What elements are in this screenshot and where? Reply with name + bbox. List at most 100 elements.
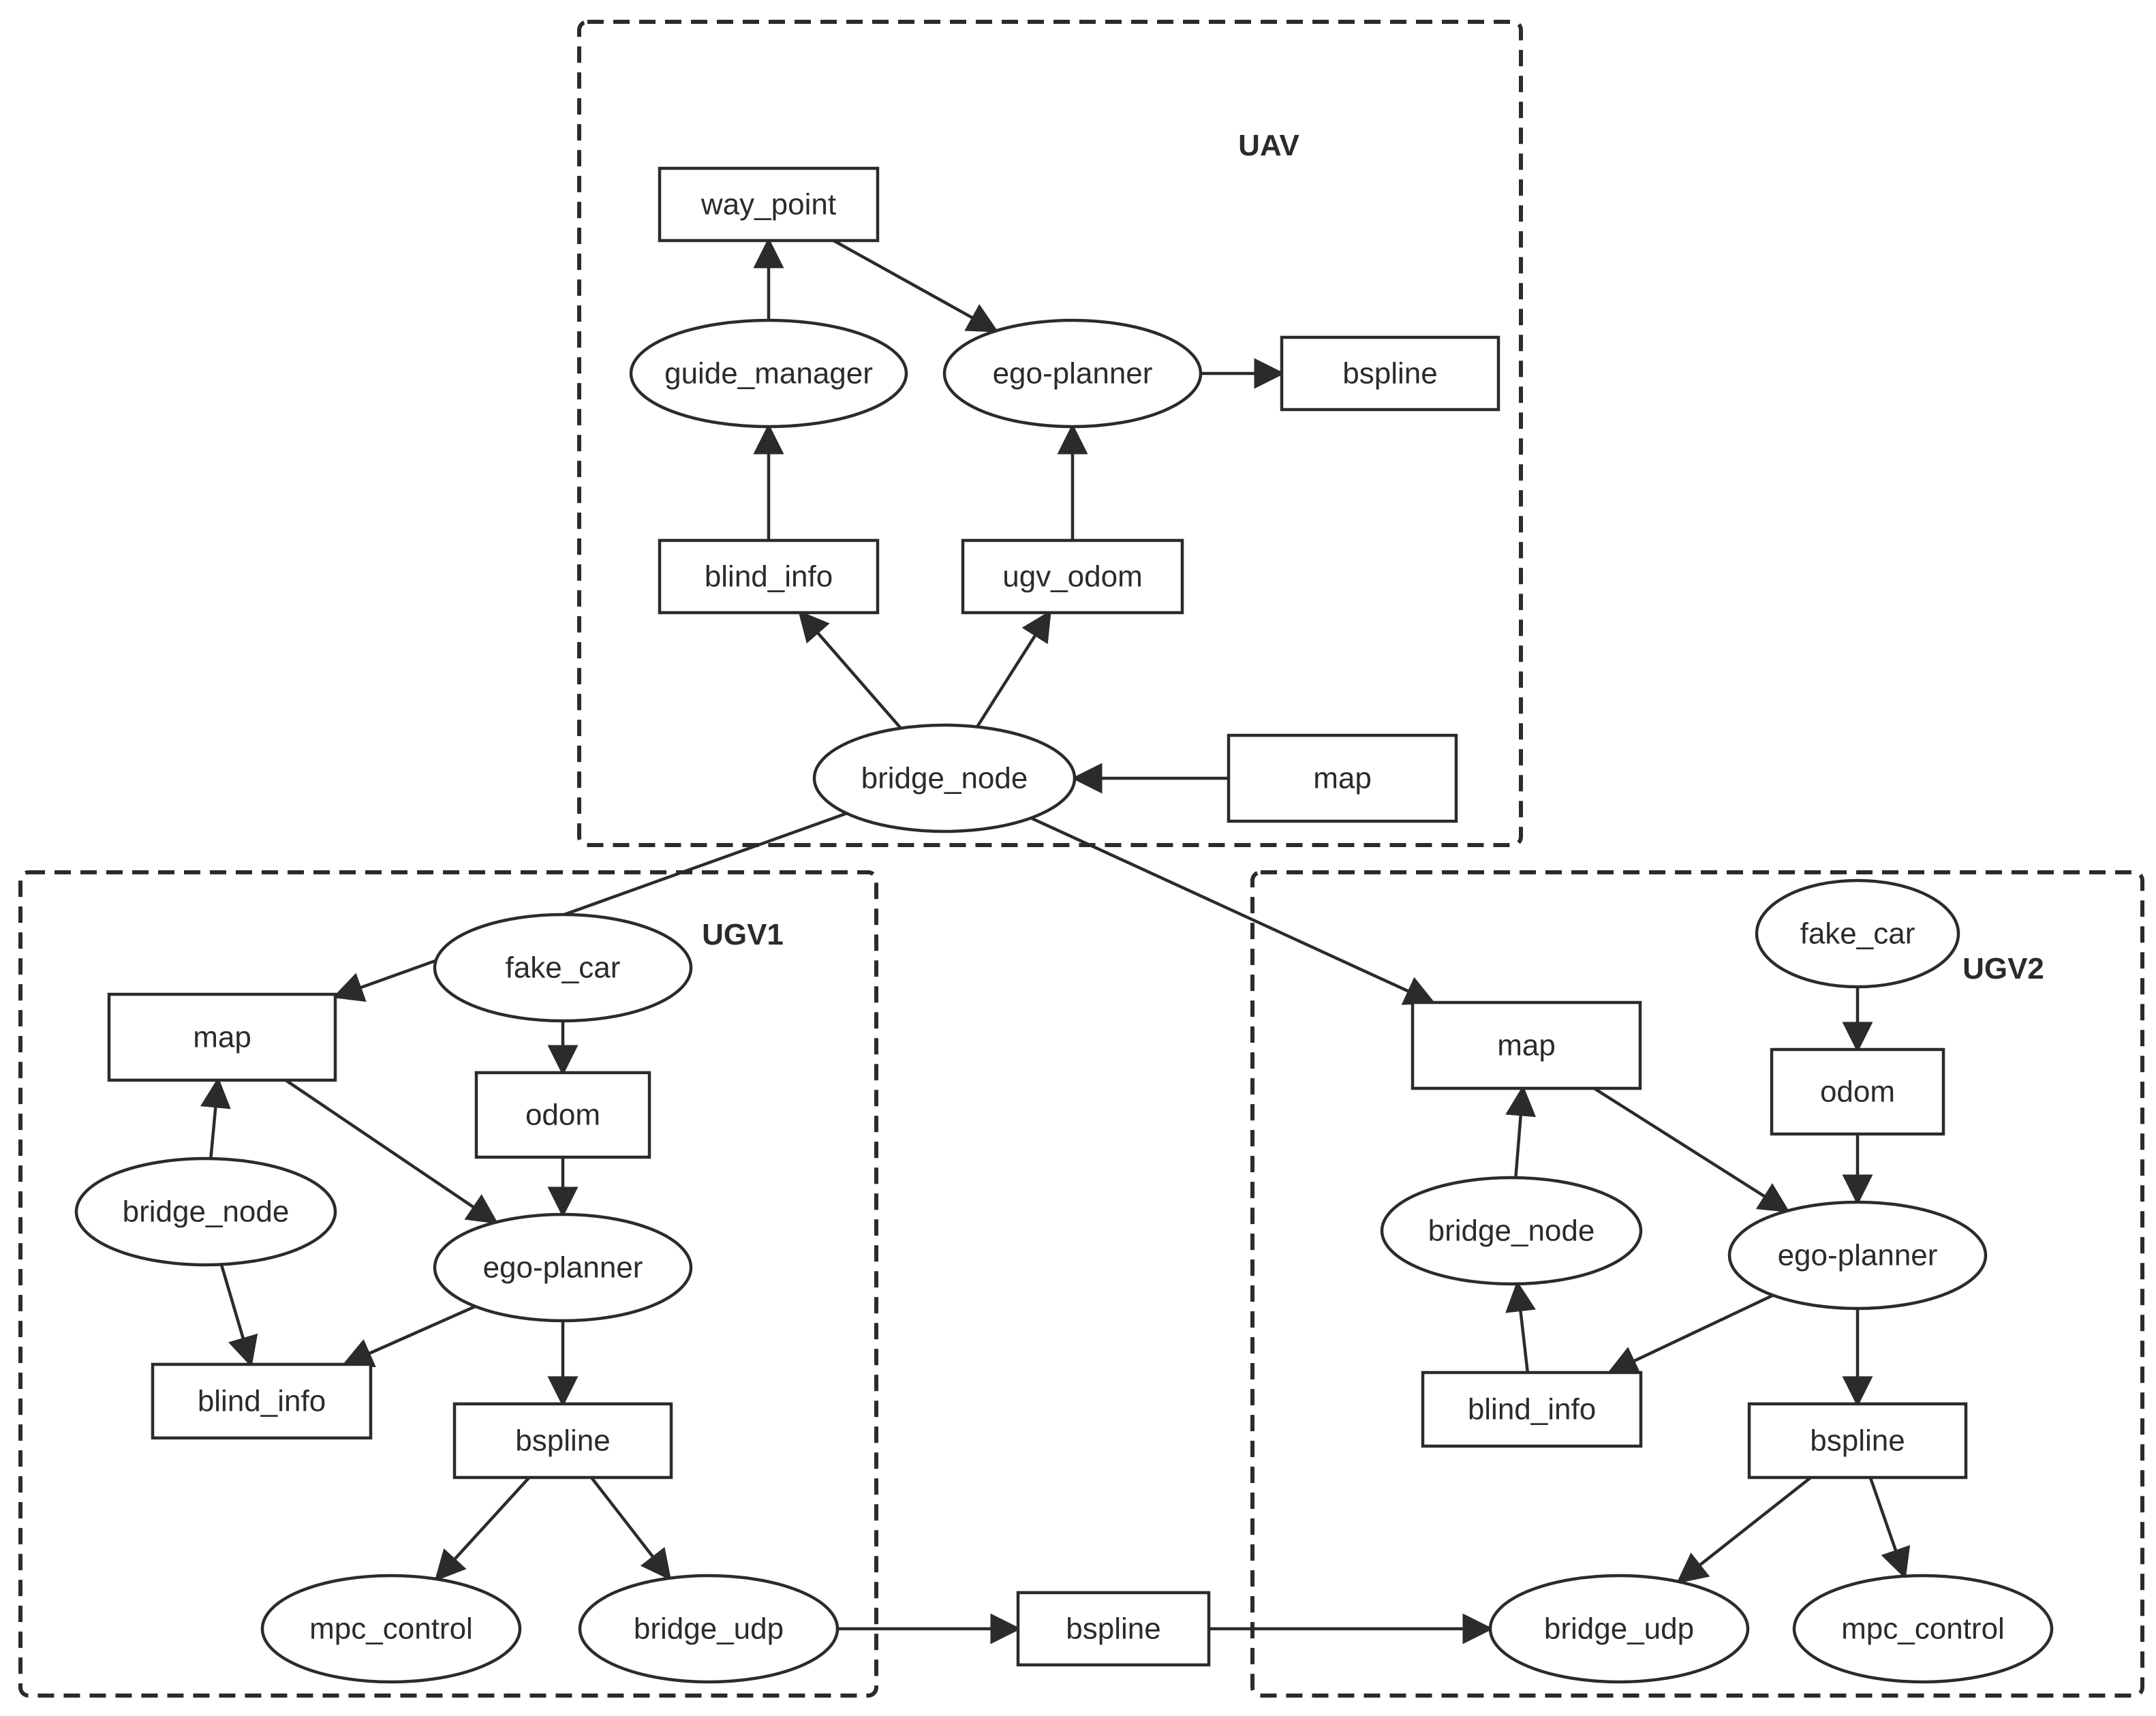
group-ugv1: UGV1 xyxy=(18,870,878,1698)
node-shape-ugv2_blind_info xyxy=(1421,1370,1643,1448)
node-label-uav_blind_info: blind_info xyxy=(705,560,833,594)
node-label-ugv1_mpc_control: mpc_control xyxy=(309,1612,473,1646)
node-label-uav_ugv_odom: ugv_odom xyxy=(1002,560,1142,594)
node-shape-uav_bspline xyxy=(1280,335,1500,412)
node-shape-ugv2_map xyxy=(1411,1000,1642,1090)
node-ugv1_ego_planner: ego-planner xyxy=(433,1212,693,1323)
node-uav_ugv_odom: ugv_odom xyxy=(961,538,1184,615)
group-ugv2: UGV2 xyxy=(1250,870,2144,1698)
node-ugv2_map: map xyxy=(1411,1000,1642,1090)
node-label-uav_map: map xyxy=(1313,762,1372,795)
node-ugv1_blind_info: blind_info xyxy=(151,1362,373,1440)
node-shape-ugv2_fake_car xyxy=(1755,878,1960,989)
node-uav_blind_info: blind_info xyxy=(658,538,880,615)
node-mid_bspline: bspline xyxy=(1016,1591,1211,1667)
node-label-uav_bridge_node: bridge_node xyxy=(861,762,1028,795)
edge-uav_bridge_node-to-ugv2_map xyxy=(1030,816,1436,1005)
node-uav_way_point: way_point xyxy=(658,166,880,243)
node-label-ugv2_bridge_udp: bridge_udp xyxy=(1544,1612,1694,1646)
node-shape-ugv2_bridge_node xyxy=(1380,1176,1643,1286)
edge-ugv1_map-to-ugv1_ego_planner xyxy=(284,1079,499,1225)
node-ugv1_bspline: bspline xyxy=(452,1402,673,1480)
group-frame-ugv1 xyxy=(18,870,878,1698)
node-label-ugv2_blind_info: blind_info xyxy=(1468,1393,1596,1426)
node-shape-uav_ugv_odom xyxy=(961,538,1184,615)
node-ugv1_map: map xyxy=(107,992,337,1082)
node-label-mid_bspline: bspline xyxy=(1066,1612,1160,1646)
node-shape-mid_bspline xyxy=(1016,1591,1211,1667)
node-shape-uav_map xyxy=(1227,733,1458,823)
node-label-ugv1_blind_info: blind_info xyxy=(198,1385,326,1418)
node-label-ugv1_bridge_udp: bridge_udp xyxy=(634,1612,784,1646)
node-uav_guide_manager: guide_manager xyxy=(629,318,908,429)
node-shape-ugv2_odom xyxy=(1770,1047,1945,1136)
node-ugv1_fake_car: fake_car xyxy=(433,913,693,1023)
node-shape-ugv1_bridge_udp xyxy=(578,1574,840,1684)
node-label-ugv2_fake_car: fake_car xyxy=(1800,917,1915,951)
node-shape-uav_ego_planner xyxy=(942,318,1203,429)
node-ugv1_bridge_node: bridge_node xyxy=(74,1156,337,1267)
node-label-uav_way_point: way_point xyxy=(700,188,836,221)
node-shape-ugv1_blind_info xyxy=(151,1362,373,1440)
group-frame-ugv2 xyxy=(1250,870,2144,1698)
edge-ugv1_bspline-to-ugv1_mpc_control xyxy=(434,1476,531,1582)
group-label-ugv1: UGV1 xyxy=(702,918,784,951)
node-shape-ugv1_bridge_node xyxy=(74,1156,337,1267)
node-uav_bridge_node: bridge_node xyxy=(812,723,1077,833)
node-ugv2_bridge_node: bridge_node xyxy=(1380,1176,1643,1286)
node-shape-ugv1_map xyxy=(107,992,337,1082)
node-uav_map: map xyxy=(1227,733,1458,823)
node-ugv2_bridge_udp: bridge_udp xyxy=(1488,1574,1750,1684)
node-label-uav_ego_planner: ego-planner xyxy=(993,357,1153,390)
node-shape-ugv1_mpc_control xyxy=(260,1574,522,1684)
node-uav_ego_planner: ego-planner xyxy=(942,318,1203,429)
node-ugv2_fake_car: fake_car xyxy=(1755,878,1960,989)
node-ugv1_odom: odom xyxy=(474,1071,651,1159)
edge-ugv1_bspline-to-ugv1_bridge_udp xyxy=(590,1476,672,1581)
node-label-ugv2_mpc_control: mpc_control xyxy=(1841,1612,2005,1646)
edge-ugv2_bspline-to-ugv2_mpc_control xyxy=(1868,1477,1911,1580)
node-label-ugv1_odom: odom xyxy=(525,1099,600,1132)
edge-ugv2_map-to-ugv2_ego_planner xyxy=(1593,1087,1790,1213)
node-label-uav_guide_manager: guide_manager xyxy=(664,357,873,390)
node-label-ugv2_bridge_node: bridge_node xyxy=(1428,1214,1595,1248)
node-ugv2_ego_planner: ego-planner xyxy=(1727,1200,1988,1311)
edge-ugv1_ego_planner-to-ugv1_blind_info xyxy=(341,1304,476,1368)
node-ugv1_bridge_udp: bridge_udp xyxy=(578,1574,840,1684)
node-ugv1_mpc_control: mpc_control xyxy=(260,1574,522,1684)
node-uav_bspline: bspline xyxy=(1280,335,1500,412)
node-shape-uav_blind_info xyxy=(658,538,880,615)
node-shape-uav_bridge_node xyxy=(812,723,1077,833)
node-label-ugv1_ego_planner: ego-planner xyxy=(483,1251,643,1285)
group-label-ugv2: UGV2 xyxy=(1962,952,2044,985)
node-label-ugv2_ego_planner: ego-planner xyxy=(1778,1239,1938,1272)
node-label-ugv1_map: map xyxy=(193,1021,251,1054)
group-frame-uav xyxy=(577,20,1523,847)
edge-ugv2_bspline-to-ugv2_bridge_udp xyxy=(1676,1476,1812,1584)
node-shape-ugv2_ego_planner xyxy=(1727,1200,1988,1311)
edge-ugv2_ego_planner-to-ugv2_blind_info xyxy=(1607,1293,1774,1375)
node-shape-ugv1_fake_car xyxy=(433,913,693,1023)
edge-ugv1_bridge_node-to-ugv1_blind_info xyxy=(219,1263,258,1368)
node-shape-ugv2_mpc_control xyxy=(1792,1574,2054,1684)
edge-uav_way_point-to-uav_ego_planner xyxy=(833,239,999,333)
node-ugv2_blind_info: blind_info xyxy=(1421,1370,1643,1448)
edge-ugv2_blind_info-to-ugv2_bridge_node xyxy=(1505,1281,1536,1373)
node-label-ugv1_fake_car: fake_car xyxy=(506,951,621,985)
node-label-ugv1_bridge_node: bridge_node xyxy=(123,1195,290,1229)
node-ugv2_odom: odom xyxy=(1770,1047,1945,1136)
edge-uav_bridge_node-to-ugv1_map xyxy=(332,812,848,1002)
group-uav: UAV xyxy=(577,20,1523,847)
node-shape-ugv2_bridge_udp xyxy=(1488,1574,1750,1684)
node-label-ugv2_odom: odom xyxy=(1820,1075,1895,1109)
node-ugv2_mpc_control: mpc_control xyxy=(1792,1574,2054,1684)
node-shape-ugv2_bspline xyxy=(1747,1402,1968,1480)
node-label-ugv2_map: map xyxy=(1497,1029,1556,1062)
node-shape-ugv1_odom xyxy=(474,1071,651,1159)
edge-uav_bridge_node-to-uav_ugv_odom xyxy=(976,610,1051,728)
node-label-uav_bspline: bspline xyxy=(1342,357,1437,390)
node-label-ugv1_bspline: bspline xyxy=(515,1424,610,1458)
node-shape-ugv1_ego_planner xyxy=(433,1212,693,1323)
edge-ugv2_bridge_node-to-ugv2_map xyxy=(1505,1085,1537,1178)
